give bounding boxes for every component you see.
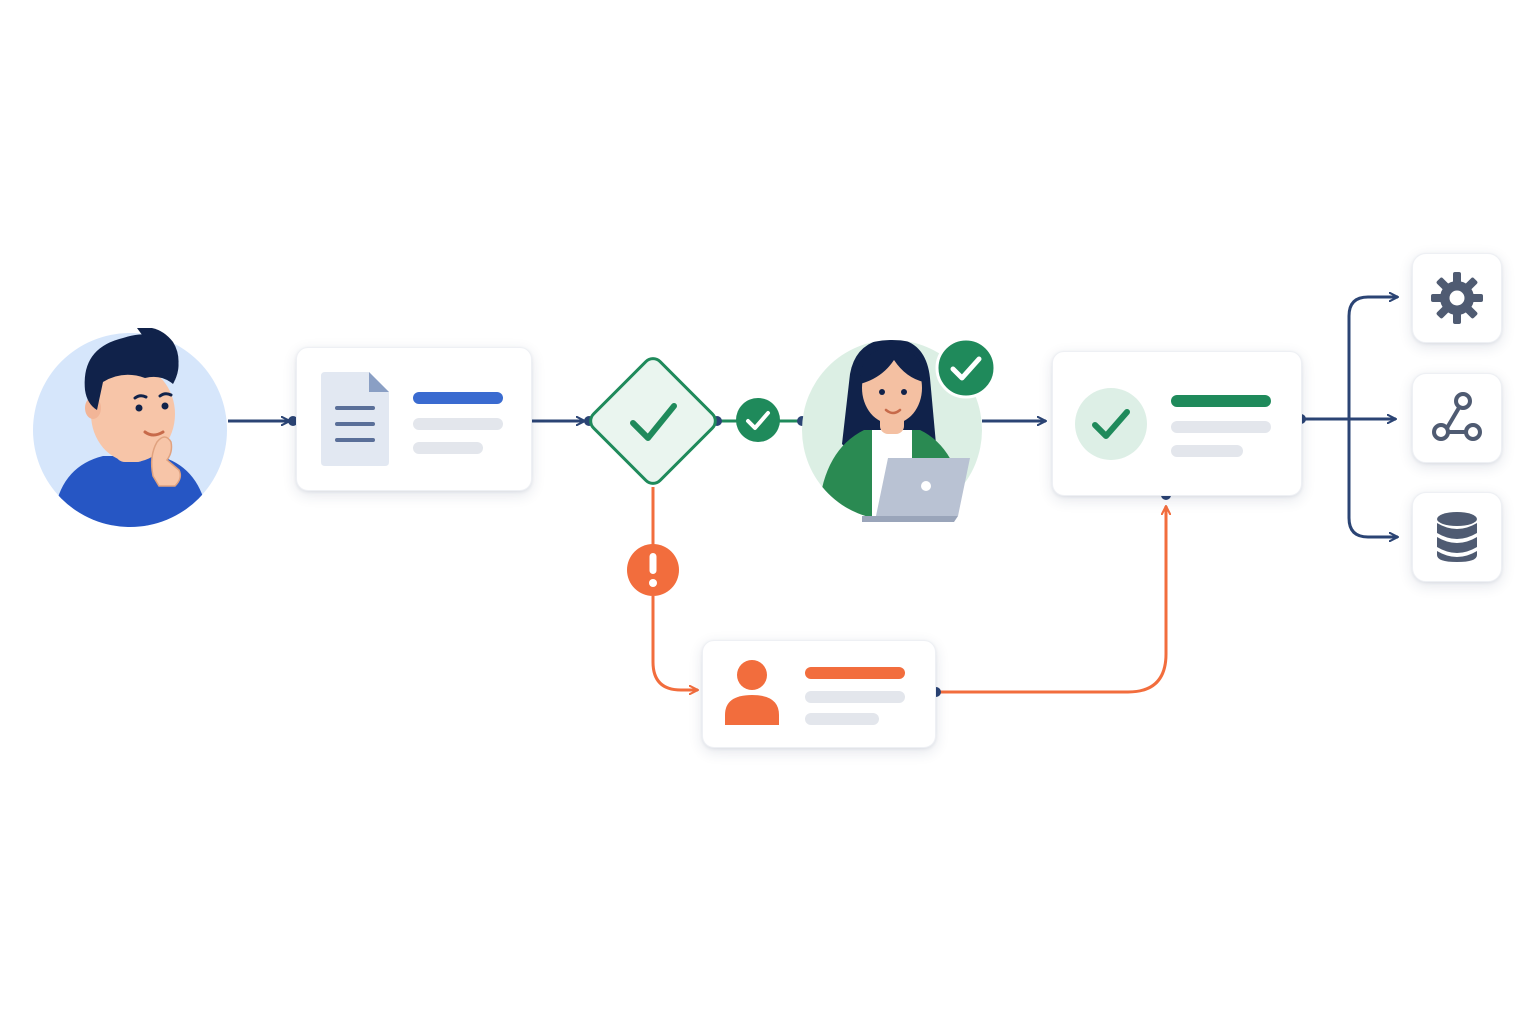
connector-dot xyxy=(288,416,298,426)
output-tile-share[interactable] xyxy=(1412,373,1502,463)
connector-escalation-to-manual-review xyxy=(651,596,698,690)
connector-output-gear xyxy=(1347,297,1398,419)
escalation-node xyxy=(627,544,679,596)
check-circle-icon xyxy=(1075,388,1147,460)
result-line-bar xyxy=(1171,445,1243,457)
output-tile-database[interactable] xyxy=(1412,492,1502,582)
manual-review-card xyxy=(702,640,936,748)
document-line-bar xyxy=(413,418,503,430)
decision-node xyxy=(589,357,717,485)
connector-manual-review-to-result xyxy=(936,506,1166,694)
check-circle-icon xyxy=(746,411,770,430)
person-thinking-avatar xyxy=(33,328,227,527)
person-laptop-avatar xyxy=(802,340,982,522)
manual-review-line-bar xyxy=(805,691,905,703)
output-tile-gear[interactable] xyxy=(1412,253,1502,343)
user-icon xyxy=(725,660,779,725)
alert-icon xyxy=(649,553,657,587)
document-title-bar xyxy=(413,392,503,404)
checkmark-icon xyxy=(630,403,677,441)
result-line-bar xyxy=(1171,421,1271,433)
reviewer-avatar xyxy=(802,334,984,522)
approved-step-node xyxy=(736,398,780,442)
result-card xyxy=(1052,351,1302,496)
document-line-bar xyxy=(413,442,483,454)
manual-review-line-bar xyxy=(805,713,879,725)
manual-review-title-bar xyxy=(805,667,905,679)
document-icon xyxy=(321,372,389,466)
document-card xyxy=(296,347,532,491)
share-nodes-icon xyxy=(1432,392,1482,441)
gear-icon xyxy=(1431,272,1483,324)
laptop-icon xyxy=(862,458,970,522)
connector-output-database xyxy=(1347,419,1398,537)
requester-avatar xyxy=(33,328,228,528)
result-title-bar xyxy=(1171,395,1271,407)
check-badge-icon xyxy=(935,337,997,399)
database-icon xyxy=(1437,512,1477,562)
